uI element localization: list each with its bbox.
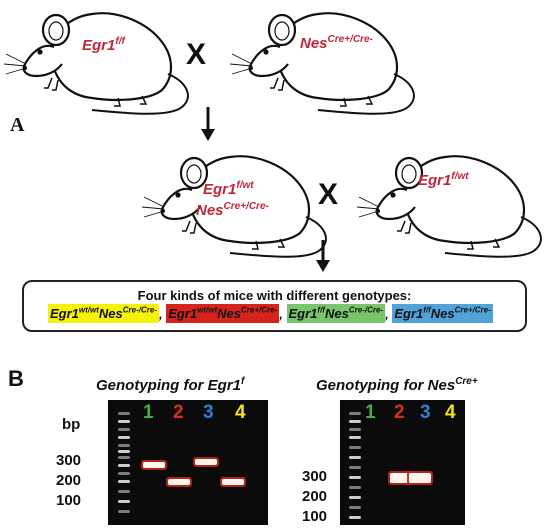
- mouse-label-egr1-ff: Egr1f/f: [82, 36, 125, 54]
- gel-left-band: [143, 462, 165, 468]
- ladder-label-right-100: 100: [302, 508, 328, 525]
- lane-number-right-4: 4: [445, 402, 456, 423]
- gel-right-ladder-band: [349, 428, 361, 431]
- gel-left-band: [168, 479, 190, 485]
- ladder-label-left-100: 100: [56, 492, 82, 509]
- gel-right-band: [409, 473, 431, 483]
- gel-left-ladder-band: [118, 490, 130, 493]
- gel-left-ladder-band: [118, 436, 130, 439]
- down-arrow-1: [201, 107, 215, 141]
- gel-left-ladder-band: [118, 428, 130, 431]
- ladder-label-left-300: 300: [56, 452, 82, 469]
- down-arrow-2: [316, 240, 330, 272]
- mouse-egr1-ff: [2, 12, 190, 115]
- ladder-label-right-200: 200: [302, 488, 328, 505]
- gel-image-nes: [340, 400, 465, 525]
- gel-title-nes: Genotyping for NesCre+: [316, 376, 478, 394]
- ladder-label-left-200: 200: [56, 472, 82, 489]
- lane-number-left-3: 3: [203, 402, 214, 423]
- lane-number-left-1: 1: [143, 402, 154, 423]
- panel-label-a: A: [10, 114, 25, 136]
- gel-right-ladder-band: [349, 466, 361, 469]
- panel-label-b: B: [8, 366, 24, 391]
- lane-number-right-3: 3: [420, 402, 431, 423]
- gel-left-ladder-band: [118, 510, 130, 513]
- gel-title-egr1: Genotyping for Egr1f: [96, 376, 245, 394]
- genotype-chip-wt-nescre-neg: Egr1wt/wtNesCre-/Cre-: [48, 304, 159, 324]
- gel-left-gel-background: [108, 400, 268, 525]
- gel-left-band: [222, 479, 244, 485]
- gel-left-ladder-band: [118, 456, 130, 459]
- gel-left-ladder-band: [118, 450, 130, 453]
- gel-left-ladder-band: [118, 472, 130, 475]
- mouse-label-egr1-fwt: Egr1f/wt: [418, 171, 469, 189]
- genotype-chip-wt-nescre-pos: Egr1wt/wtNesCre+/Cre-: [166, 304, 280, 324]
- bp-unit-label: bp: [62, 416, 81, 433]
- cross-symbol-1: X: [186, 38, 207, 71]
- gel-left-ladder-band: [118, 412, 130, 415]
- genotype-summary-box: Four kinds of mice with different genoty…: [22, 280, 527, 332]
- gel-right-ladder-band: [349, 476, 361, 479]
- mouse-label-nes-cre: NesCre+/Cre-: [300, 34, 373, 52]
- gel-right-band: [390, 473, 412, 483]
- gel-image-egr1: [108, 400, 268, 525]
- gel-left-ladder-band: [118, 420, 130, 423]
- gel-right-ladder-band: [349, 516, 361, 519]
- gel-right-ladder-band: [349, 486, 361, 489]
- gel-right-ladder-band: [349, 506, 361, 509]
- gel-right-ladder-band: [349, 456, 361, 459]
- gel-right-ladder-band: [349, 496, 361, 499]
- gel-right-ladder-band: [349, 446, 361, 449]
- gel-right-ladder-band: [349, 412, 361, 415]
- genotype-chip-ff-nescre-pos: Egr1f/fNesCre+/Cre-: [392, 304, 493, 324]
- genotype-chip-ff-nescre-neg: Egr1f/fNesCre-/Cre-: [286, 304, 386, 324]
- gel-left-ladder-band: [118, 480, 130, 483]
- ladder-label-right-300: 300: [302, 468, 328, 485]
- genotype-box-title: Four kinds of mice with different genoty…: [137, 288, 412, 303]
- gel-left-ladder-band: [118, 444, 130, 447]
- gel-left-ladder-band: [118, 464, 130, 467]
- lane-number-left-2: 2: [173, 402, 184, 423]
- genotype-list: Egr1wt/wtNesCre-/Cre-, Egr1wt/wtNesCre+/…: [48, 304, 493, 324]
- mouse-nes-cre: [228, 12, 416, 115]
- mouse-label-nes-cre-offspring: NesCre+/Cre-: [196, 201, 269, 219]
- gel-right-ladder-band: [349, 420, 361, 423]
- gel-left-ladder-band: [118, 500, 130, 503]
- lane-number-left-4: 4: [235, 402, 246, 423]
- lane-number-right-1: 1: [365, 402, 376, 423]
- gel-left-band: [195, 459, 217, 465]
- lane-number-right-2: 2: [394, 402, 405, 423]
- cross-symbol-2: X: [318, 178, 339, 211]
- gel-right-ladder-band: [349, 436, 361, 439]
- mouse-label-egr1-fwt-offspring: Egr1f/wt: [203, 180, 254, 198]
